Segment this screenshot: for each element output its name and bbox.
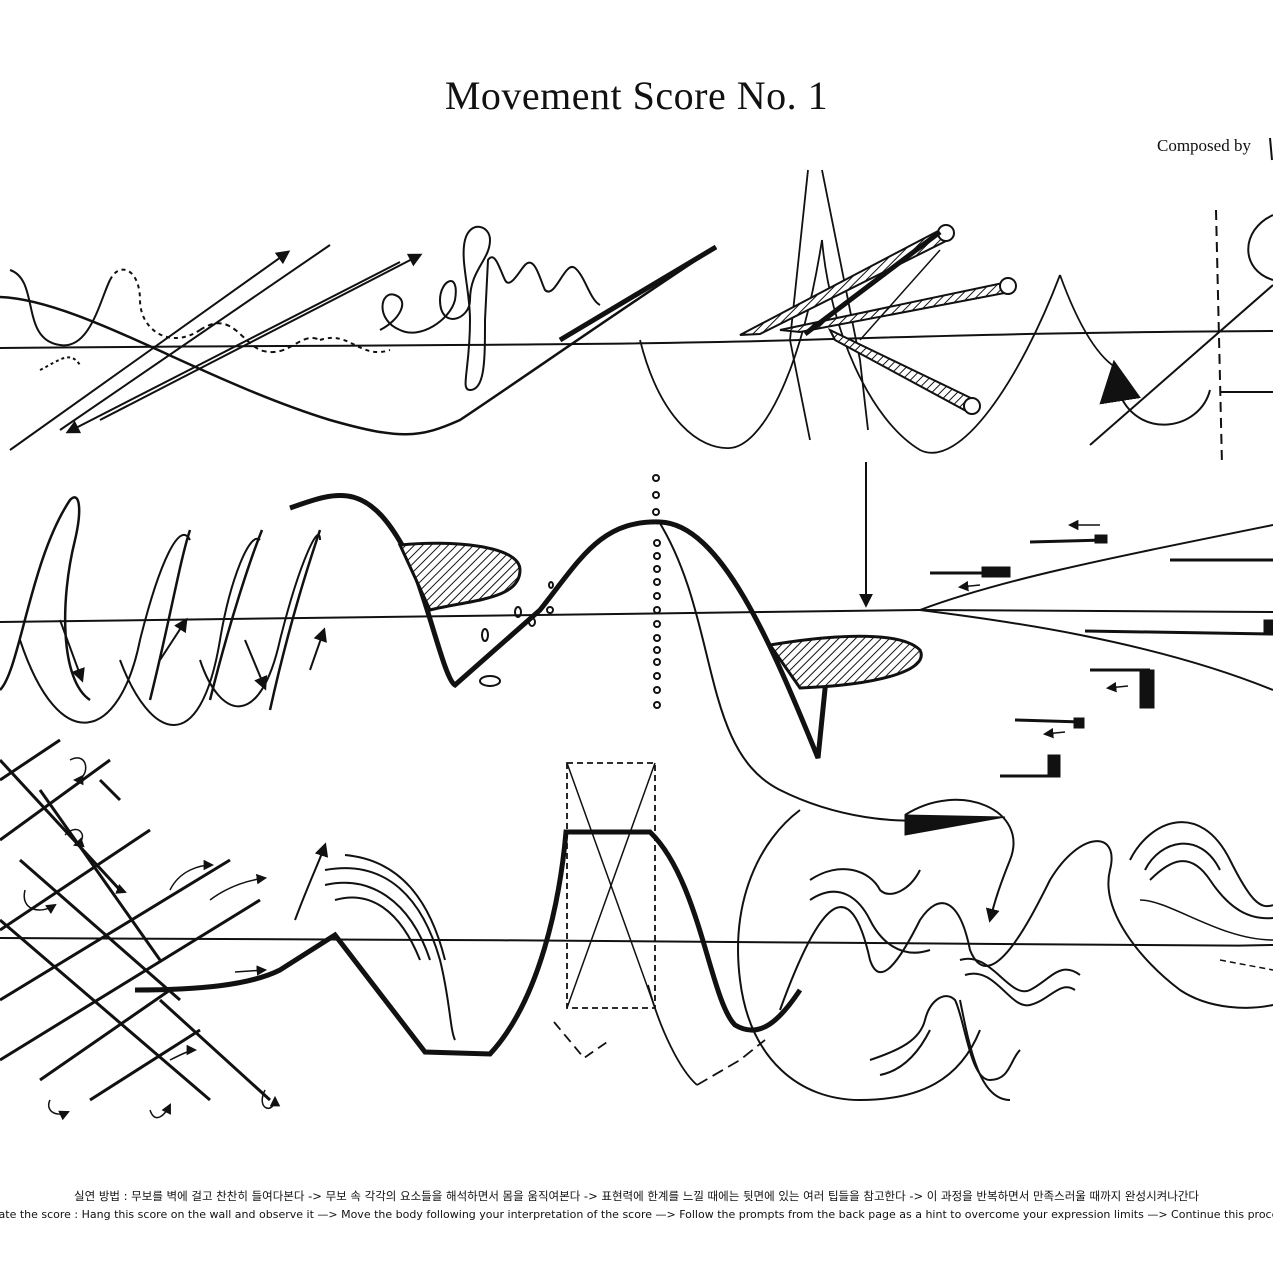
score-title: Movement Score No. 1 [444, 73, 829, 118]
instructions-english: vate the score : Hang this score on the … [0, 1208, 1273, 1221]
staff-line-1 [0, 330, 1273, 349]
instructions-korean: 실연 방법 : 무보를 벽에 걸고 찬찬히 들여다본다 -> 무보 속 각각의 … [74, 1189, 1199, 1203]
composer-credit: Composed by [1157, 136, 1251, 155]
staff-line-2 [0, 609, 921, 623]
staff-2 [0, 462, 1273, 822]
staff-1 [0, 169, 1273, 466]
staff-line-3 [0, 937, 1273, 947]
staff-3 [0, 738, 1273, 1121]
